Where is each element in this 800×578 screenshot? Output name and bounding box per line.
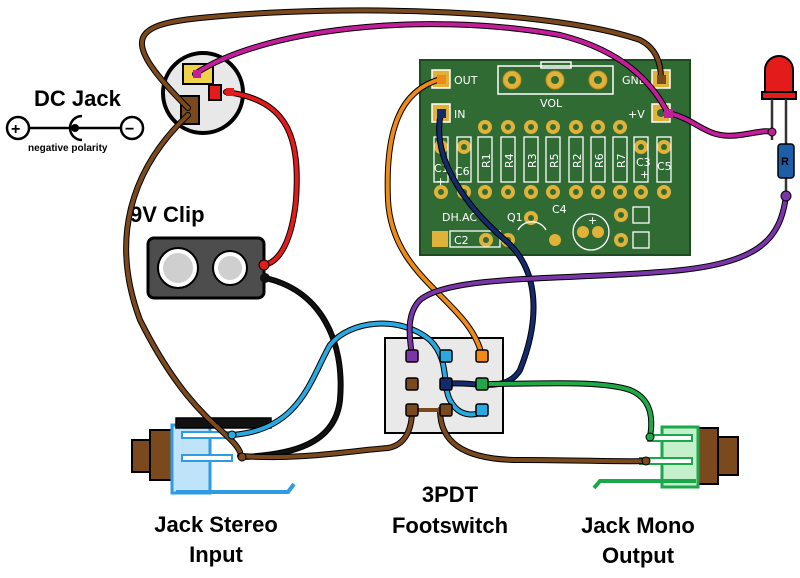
pcb-c1-plus: + (436, 175, 445, 188)
negative-polarity-label: negative polarity (28, 143, 108, 154)
pcb-r7: R7 (615, 153, 628, 168)
pcb-r2: R2 (571, 153, 584, 168)
polarity-minus-icon: − (125, 121, 134, 138)
jack-mono-output (592, 425, 739, 490)
pcb-r1: R1 (480, 153, 493, 168)
pcb-c6: C6 (455, 165, 470, 178)
led-resistor-label: R (781, 156, 789, 168)
pcb-r6: R6 (593, 153, 606, 168)
led (761, 55, 797, 196)
pcb-board: OUT IN VOL GND +V (419, 59, 691, 256)
jack-stereo-title: Jack Stereo (154, 512, 278, 537)
pcb-c2: C2 (454, 234, 469, 247)
pcb-c4-plus: + (588, 214, 597, 227)
footswitch-subtitle: Footswitch (392, 513, 508, 538)
pcb-c4: C4 (552, 203, 567, 216)
polarity-symbol: + − (5, 114, 145, 142)
led-resistor: R (777, 143, 795, 179)
jack-stereo-input (131, 417, 296, 495)
pcb-out-label: OUT (454, 74, 478, 87)
jack-stereo-subtitle: Input (189, 542, 243, 567)
pcb-c3-plus: + (640, 168, 649, 181)
footswitch-lugs (405, 349, 489, 417)
pcb-r5: R5 (548, 153, 561, 168)
footswitch-title: 3PDT (422, 482, 479, 507)
pcb-r3: R3 (526, 153, 539, 168)
polarity-plus-icon: + (11, 121, 20, 138)
nine-v-clip (146, 236, 266, 300)
pcb-dh-ac: DH.AC (442, 211, 477, 224)
pcb-resistor-labels: R1 R4 R3 R5 R2 R6 R7 (480, 153, 628, 168)
nine-v-clip-label: 9V Clip (130, 202, 205, 227)
pcb-c5: C5 (657, 160, 672, 173)
dc-jack-label: DC Jack (34, 86, 122, 111)
wires (123, 7, 789, 465)
pcb-c3: C3 (636, 156, 651, 169)
jack-mono-title: Jack Mono (581, 513, 695, 538)
pcb-in-label: IN (454, 108, 465, 121)
jack-mono-subtitle: Output (602, 543, 675, 568)
pcb-r4: R4 (503, 153, 516, 168)
pcb-vol-label: VOL (540, 97, 563, 110)
pcb-q1: Q1 (507, 211, 523, 224)
wire-terminals (193, 70, 792, 466)
pcb-plus-v-label: +V (628, 108, 645, 121)
